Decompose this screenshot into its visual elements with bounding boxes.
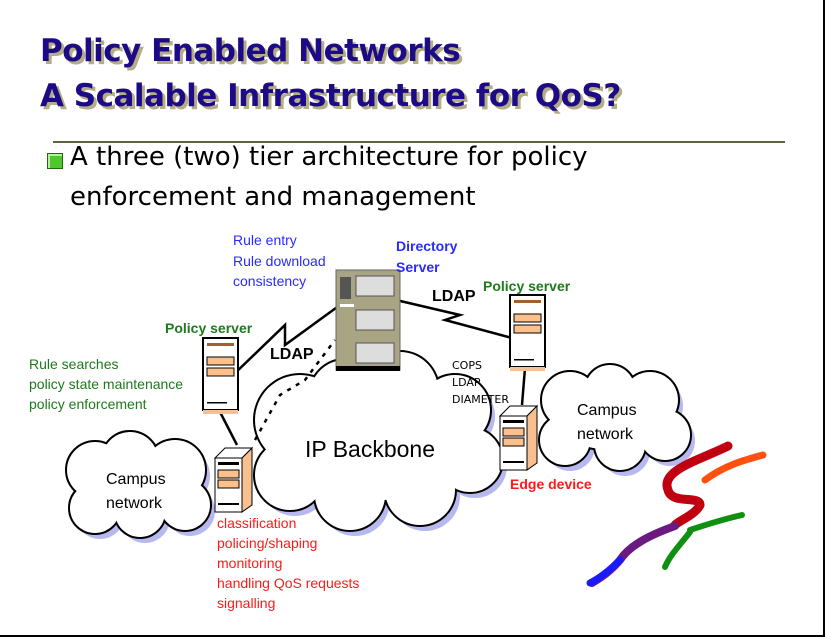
logo-icon [586, 441, 767, 587]
protocols-label: COPS LDAP DIAMETER [452, 357, 509, 408]
title-line-1: Policy Enabled Networks [40, 33, 461, 69]
edge-tasks: classification policing/shaping monitori… [217, 513, 359, 613]
edge-task: classification [217, 515, 297, 531]
edge-task: monitoring [217, 555, 283, 571]
policy-task: policy state maintenance [29, 376, 184, 392]
policy-task: Rule searches [29, 356, 119, 372]
edge-task: policing/shaping [217, 535, 318, 551]
label-line: network [106, 495, 163, 512]
title-line-2: A Scalable Infrastructure for QoS? [40, 78, 621, 114]
label-line: Campus [577, 402, 637, 419]
label-line: network [577, 426, 634, 443]
policy-tasks: Rule searches policy state maintenance p… [29, 354, 183, 414]
policy-edge-link-left [218, 411, 239, 446]
protocol: DIAMETER [452, 393, 509, 406]
policy-server-label-right: Policy server [483, 278, 571, 294]
campus-label-left: Campus network [106, 468, 166, 516]
bullet-line-1: A three (two) tier architecture for poli… [70, 142, 588, 172]
edge-task: signalling [217, 595, 276, 611]
label-line: Directory [396, 238, 458, 254]
edge-device-icon-right [499, 405, 538, 471]
protocol: LDAP [452, 376, 481, 389]
edge-device-label: Edge device [510, 476, 592, 492]
policy-edge-link-right [520, 367, 527, 406]
protocol: COPS [452, 359, 482, 372]
backbone-label: IP Backbone [305, 436, 436, 462]
edge-task: handling QoS requests [217, 575, 360, 591]
directory-task: Rule entry [233, 232, 297, 248]
policy-task: policy enforcement [29, 396, 147, 412]
directory-server-icon [335, 269, 401, 371]
directory-tasks: Rule entry Rule download consistency [233, 230, 326, 292]
policy-server-label-left: Policy server [165, 320, 253, 336]
policy-server-icon-left [202, 337, 239, 414]
bullet-icon [47, 153, 63, 169]
policy-server-icon-right [509, 294, 546, 372]
label-line: Server [396, 258, 440, 275]
campus-label-right: Campus network [577, 399, 637, 447]
ldap-label-left: LDAP [270, 346, 314, 363]
label-line: Campus [106, 471, 166, 488]
directory-server-label: Directory Server [396, 236, 457, 277]
directory-task: consistency [233, 273, 307, 289]
ldap-label-right: LDAP [432, 288, 476, 305]
title-divider [53, 141, 785, 143]
ldap-link-right [395, 298, 513, 340]
bullet-line-2: enforcement and management [70, 182, 476, 212]
directory-task: Rule download [233, 252, 326, 269]
edge-device-icon-left [213, 446, 254, 513]
ldap-link-left [231, 303, 341, 377]
